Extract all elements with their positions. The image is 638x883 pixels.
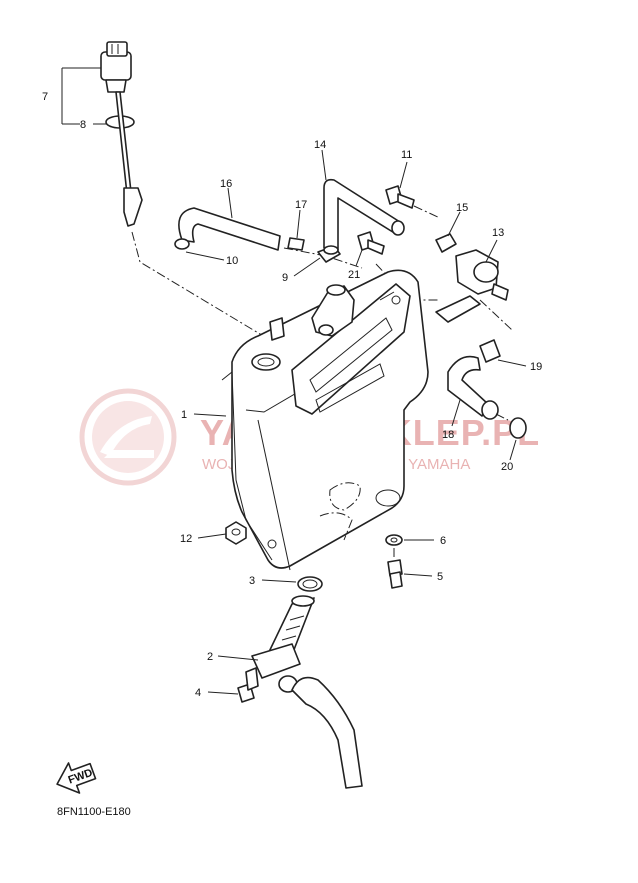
bolt-21	[355, 231, 385, 267]
callout-1: 1	[181, 409, 187, 421]
valve-13	[435, 239, 509, 323]
hose-14	[321, 149, 405, 255]
outlet-hose	[291, 676, 363, 789]
cap-20	[495, 413, 527, 461]
callout-3: 3	[249, 575, 255, 587]
callout-15: 15	[456, 202, 468, 214]
centerline-valve	[375, 263, 513, 331]
clip-15	[435, 211, 461, 253]
hose-18	[447, 355, 499, 427]
callout-8: 8	[80, 119, 86, 131]
callout-17: 17	[295, 199, 307, 211]
nut-12	[197, 521, 247, 545]
callout-20: 20	[501, 461, 513, 473]
clip-17	[287, 209, 305, 251]
dipstick-cap	[61, 41, 143, 227]
bolt-11	[385, 161, 415, 209]
callout-6: 6	[440, 535, 446, 547]
bolt-4	[207, 667, 259, 703]
callouts: 1 2 3 4 5 6 7 8 9 10 11 12 13 14 15 16 1…	[42, 91, 542, 699]
oil-tank	[193, 269, 429, 571]
o-ring-3	[261, 576, 323, 592]
callout-7: 7	[42, 91, 48, 103]
watermark-logo	[79, 388, 177, 486]
callout-18: 18	[442, 429, 454, 441]
centerline-bolt11	[413, 205, 441, 219]
callout-11: 11	[401, 149, 412, 161]
callout-12: 12	[180, 533, 192, 545]
callout-2: 2	[207, 651, 213, 663]
callout-4: 4	[195, 687, 201, 699]
washer-6	[385, 534, 434, 546]
callout-19: 19	[530, 361, 542, 373]
callout-5: 5	[437, 571, 443, 583]
fwd-arrow-icon: FWD	[56, 762, 97, 794]
callout-13: 13	[492, 227, 504, 239]
centerline-dipstick	[131, 231, 271, 341]
callout-16: 16	[220, 178, 232, 190]
bolt-5	[387, 559, 433, 589]
diagram-code: 8FN1100-E180	[57, 806, 131, 818]
callout-21: 21	[348, 269, 360, 281]
callout-9: 9	[282, 272, 288, 284]
hose-16	[174, 187, 281, 251]
callout-10: 10	[226, 255, 238, 267]
callout-14: 14	[314, 139, 326, 151]
strainer-2	[217, 595, 315, 693]
clip-19	[479, 339, 527, 367]
